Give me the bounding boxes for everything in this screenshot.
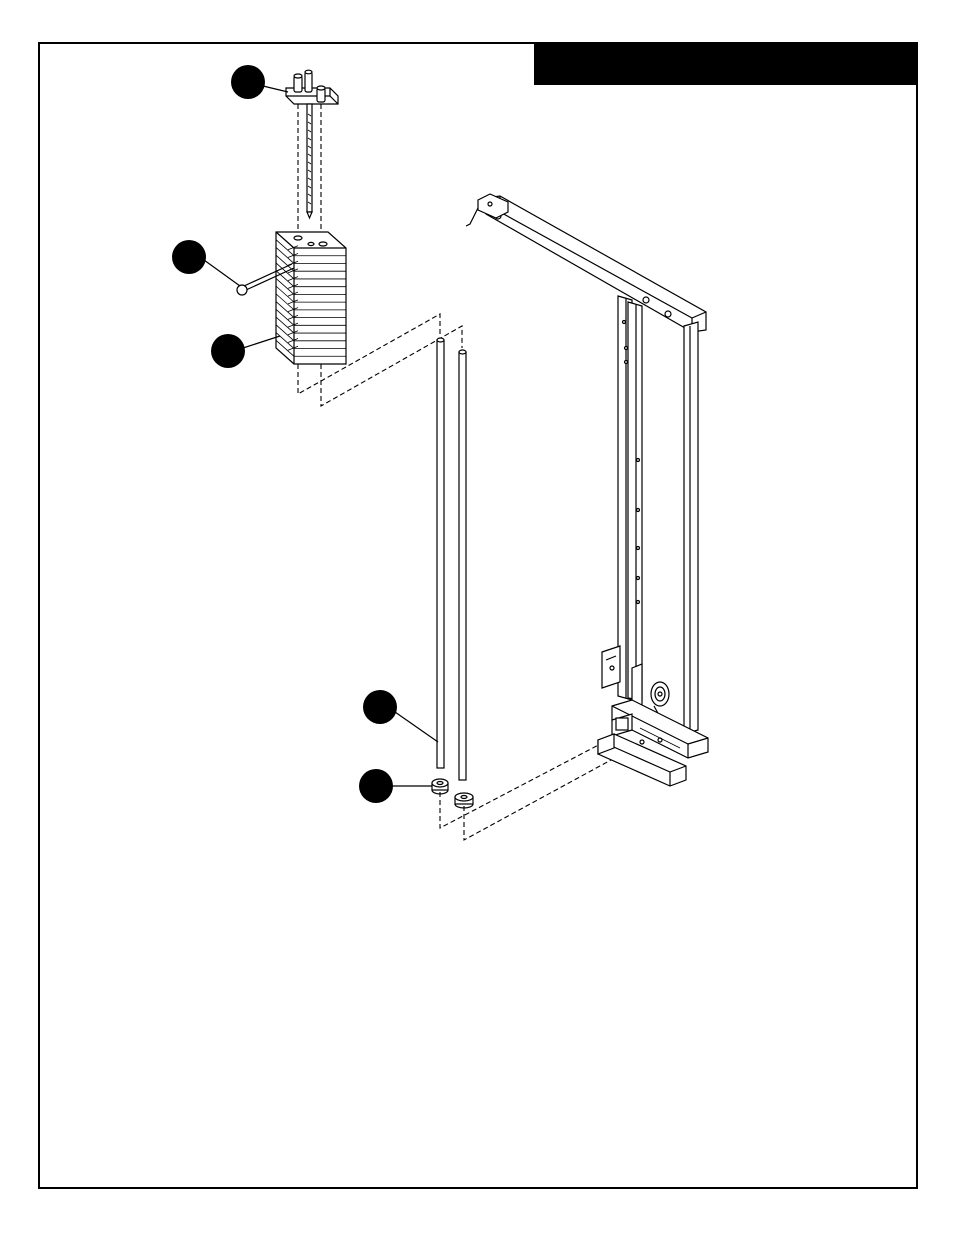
callouts [172,65,438,803]
callout-selector-pin [172,240,240,286]
weight-stack [276,232,462,406]
callout-weight-stack [211,334,280,368]
callout-bushing [359,769,432,803]
callout-top-carriage [231,65,288,99]
callout-guide-rod [363,690,438,742]
main-frame [466,194,708,786]
top-carriage [286,70,338,232]
guide-rods [437,338,466,780]
